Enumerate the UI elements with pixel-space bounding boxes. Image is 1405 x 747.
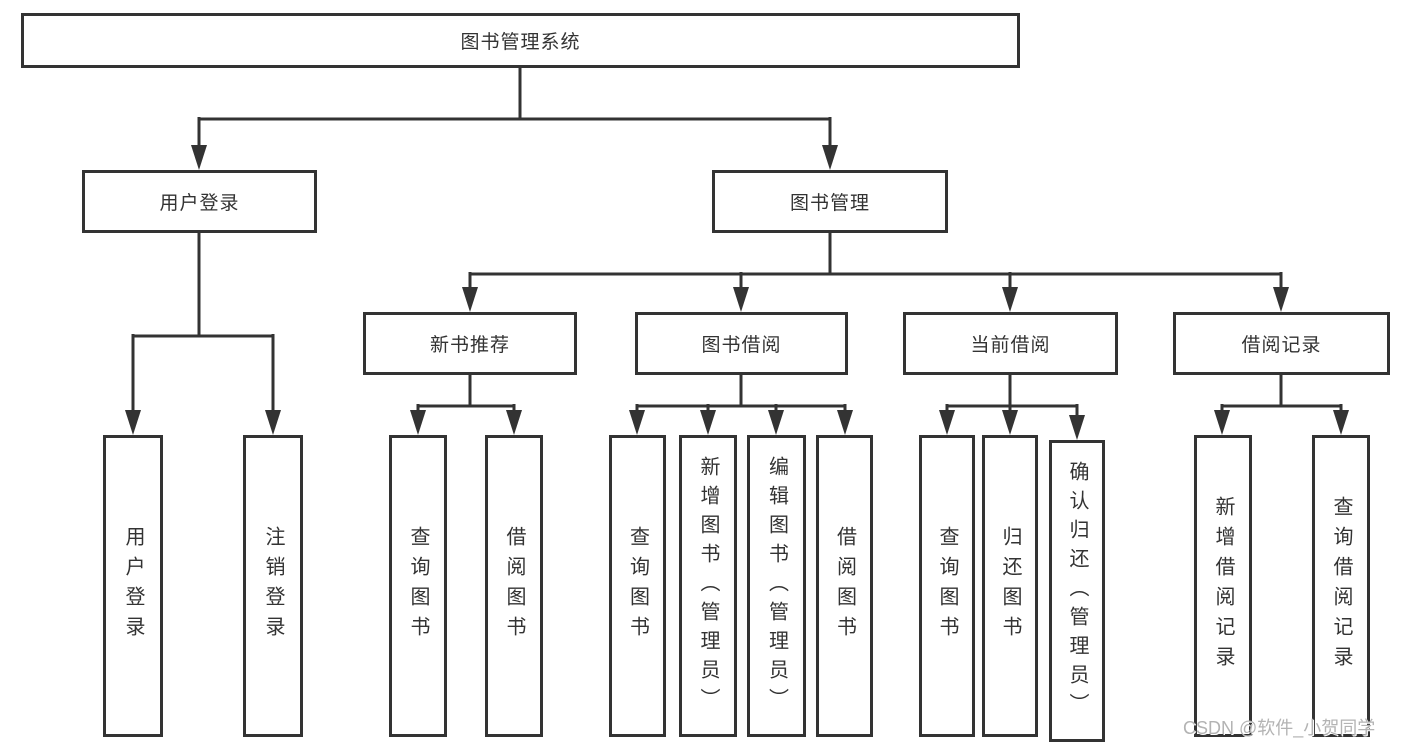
leaf-query-books-recommend: 查询图书 xyxy=(389,435,447,737)
node-root: 图书管理系统 xyxy=(21,13,1020,68)
leaf-confirm-return-admin: 确认归还（管理员） xyxy=(1049,440,1105,742)
leaf-add-books-admin: 新增图书（管理员） xyxy=(679,435,737,737)
node-current-borrow: 当前借阅 xyxy=(903,312,1118,375)
leaf-user-login: 用户登录 xyxy=(103,435,163,737)
leaf-query-borrow-record: 查询借阅记录 xyxy=(1312,435,1370,737)
node-borrow-record: 借阅记录 xyxy=(1173,312,1390,375)
leaf-edit-books-admin: 编辑图书（管理员） xyxy=(747,435,806,737)
leaf-query-books-borrow: 查询图书 xyxy=(609,435,666,737)
leaf-return-books: 归还图书 xyxy=(982,435,1038,737)
leaf-add-borrow-record: 新增借阅记录 xyxy=(1194,435,1252,737)
csdn-watermark: CSDN @软件_小贺同学 xyxy=(1183,718,1376,738)
arrowheads xyxy=(125,145,1349,440)
node-book-management: 图书管理 xyxy=(712,170,948,233)
leaf-logout: 注销登录 xyxy=(243,435,303,737)
node-user-login: 用户登录 xyxy=(82,170,317,233)
leaf-borrow-books-recommend: 借阅图书 xyxy=(485,435,543,737)
leaf-query-books-current: 查询图书 xyxy=(919,435,975,737)
node-book-borrow: 图书借阅 xyxy=(635,312,848,375)
leaf-borrow-books: 借阅图书 xyxy=(816,435,873,737)
node-new-book-recommend: 新书推荐 xyxy=(363,312,577,375)
